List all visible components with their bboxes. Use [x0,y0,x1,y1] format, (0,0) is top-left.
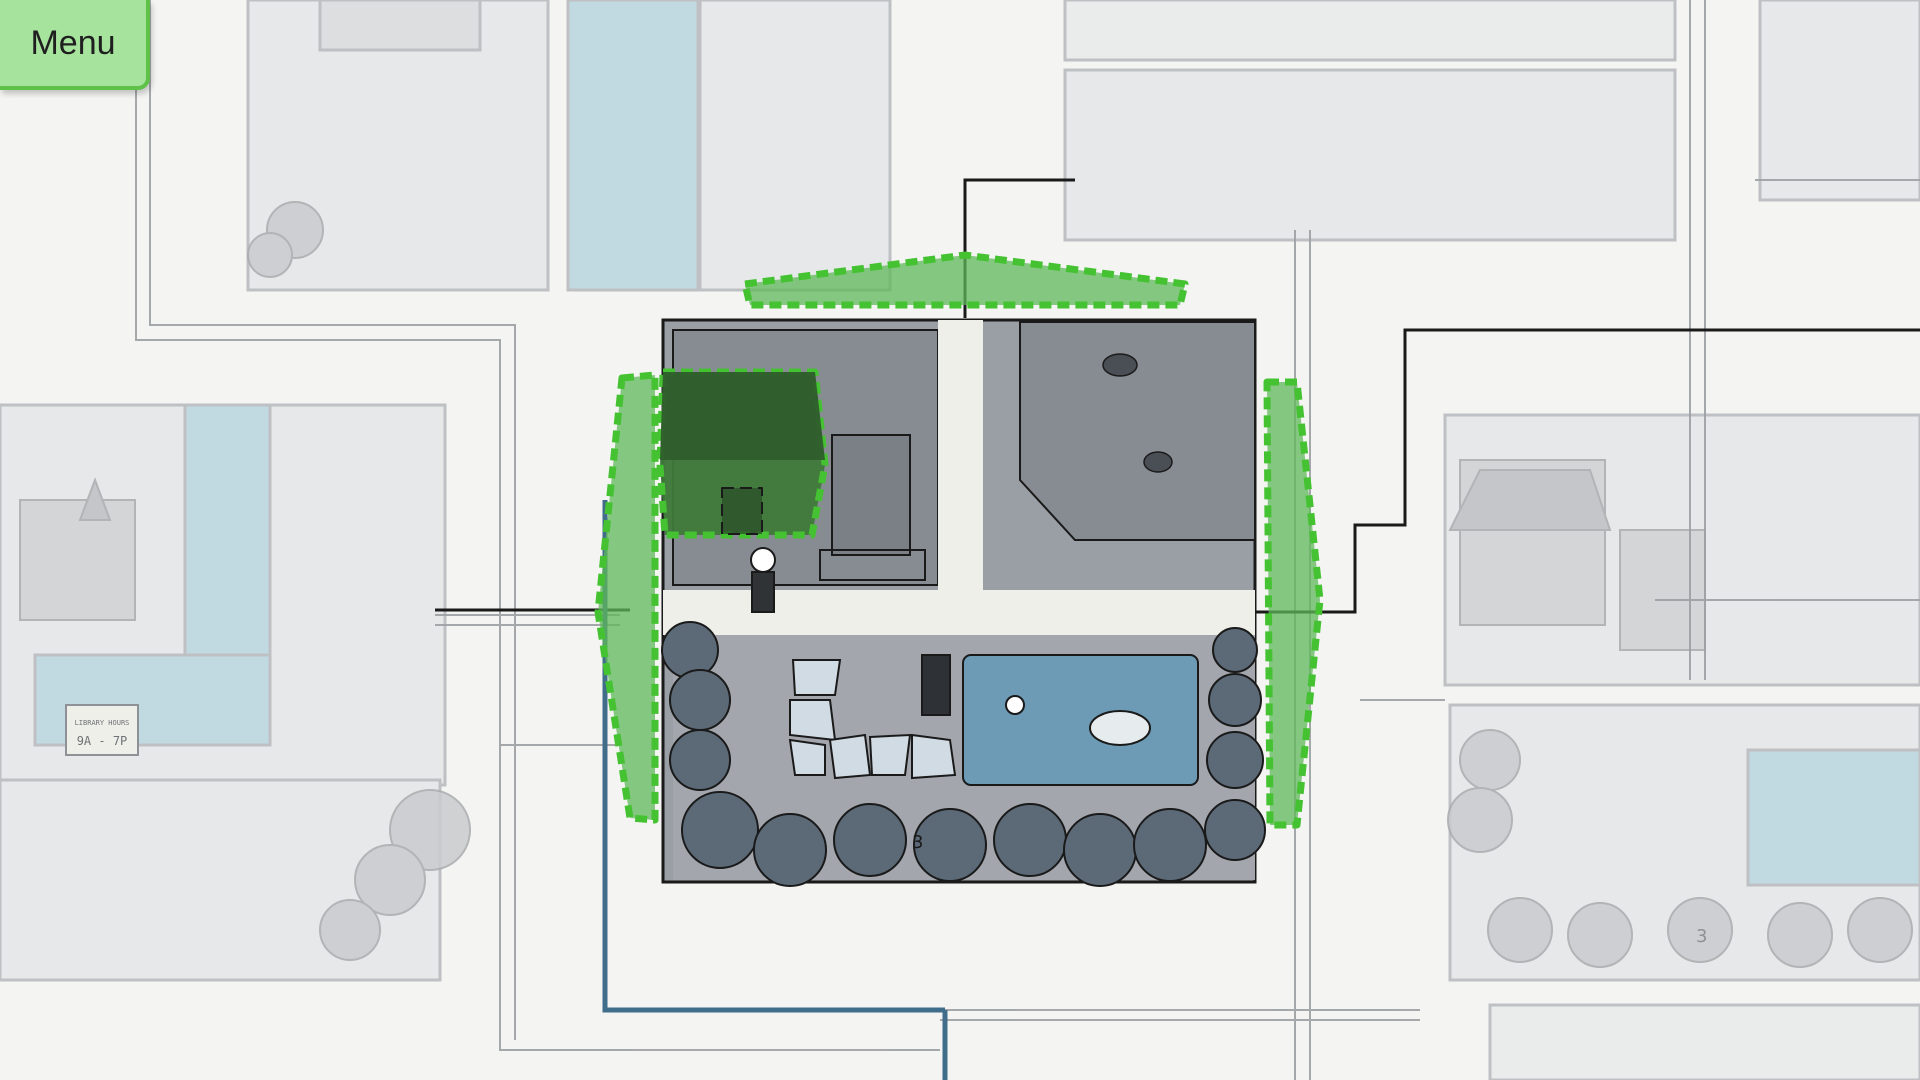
tree-icon [661,621,1266,887]
current-tile: 3 [661,318,1266,887]
neighbor-tile-number: 3 [1696,926,1707,947]
character-icon [750,547,776,613]
house-icon [656,368,829,539]
pond-icon [962,654,1199,786]
svg-text:9A - 7P: 9A - 7P [77,734,128,748]
duck-icon [1005,695,1025,715]
highlight-north-exit [741,251,1189,309]
library-hours-sign: LIBRARY HOURS 9A - 7P [65,704,139,756]
tile-river-north [566,0,700,292]
highlight-areas [594,251,1324,829]
svg-text:LIBRARY HOURS: LIBRARY HOURS [75,719,130,727]
menu-button[interactable]: Menu [0,0,150,90]
highlight-east-exit [1263,378,1324,829]
highlight-west-exit [594,371,659,824]
tile-number: 3 [912,832,923,853]
tile-farm-north [1063,68,1677,242]
bench-icon [921,654,951,716]
